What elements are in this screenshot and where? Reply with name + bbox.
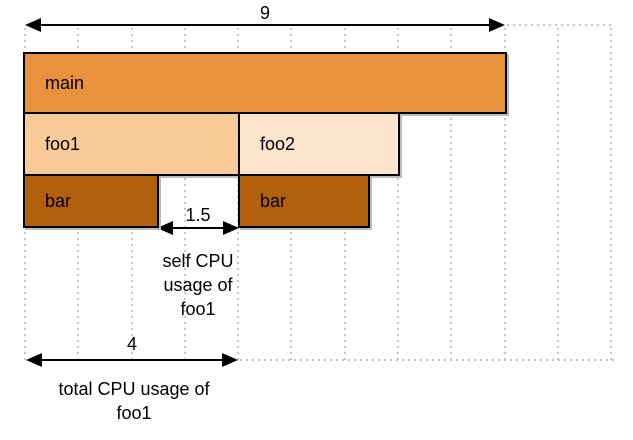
- arrow-self-foo1: [157, 221, 239, 235]
- self-foo1-value: 1.5: [185, 205, 211, 225]
- total-foo1-value: 4: [126, 334, 137, 354]
- frame-bar-under-foo2: bar: [238, 174, 370, 228]
- frame-main-label: main: [45, 72, 85, 93]
- frame-bar-under-foo1: bar: [23, 174, 159, 228]
- frame-foo2: foo2: [238, 112, 400, 176]
- frame-foo2-label: foo2: [260, 133, 296, 154]
- total-main-value: 9: [259, 3, 270, 23]
- frame-main: main: [23, 52, 507, 114]
- self-foo1-caption: self CPU usage of foo1: [162, 251, 234, 319]
- total-foo1-caption: total CPU usage of foo1: [58, 379, 210, 423]
- frame-foo1-label: foo1: [45, 133, 81, 154]
- frame-foo1: foo1: [23, 112, 240, 176]
- frame-bar-under-foo2-label: bar: [260, 190, 287, 211]
- frame-bar-under-foo1-label: bar: [45, 190, 72, 211]
- arrow-total-main: [25, 18, 505, 32]
- arrow-total-foo1: [26, 353, 238, 367]
